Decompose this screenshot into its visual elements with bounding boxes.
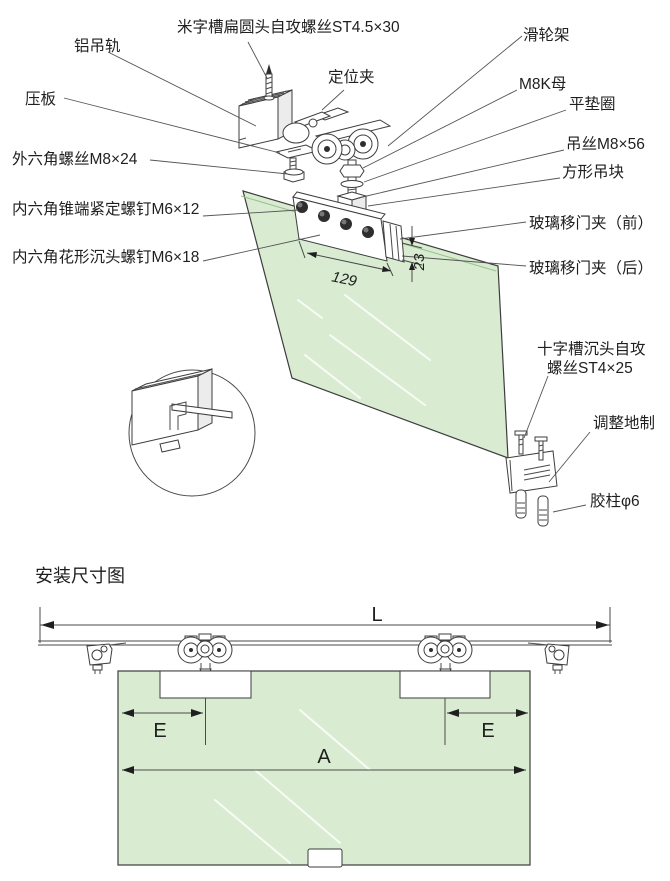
dimension-E-right: E [447, 709, 528, 742]
track-line [38, 640, 612, 646]
leader-lines [63, 35, 591, 513]
label-pan-head-screw: 米字槽扁圆头自攻螺丝ST4.5×30 [177, 18, 400, 36]
roller-assembly-right [417, 633, 473, 676]
glass-clamp-rear-part [382, 220, 405, 263]
clamp-plate-left [159, 670, 252, 745]
label-hanging-bolt: 吊丝M8×56 [566, 135, 645, 153]
exploded-view-diagram: 129 23 铝吊轨 米字槽扁圆头自攻螺丝ST4.5×30 定位夹 滑轮架 M8… [12, 18, 655, 527]
clamp-length-dim: 129 [330, 268, 359, 290]
glass-panel [240, 190, 509, 459]
label-roller-bracket: 滑轮架 [523, 26, 570, 44]
clamp-plate-right [399, 670, 491, 745]
csk-screws [514, 430, 548, 461]
m8k-nut-part [339, 164, 365, 178]
label-glass-clamp-front: 玻璃移门夹（前） [529, 214, 653, 232]
glass-width-dim: A [317, 746, 331, 768]
installation-dimension-diagram: 安装尺寸图 L [35, 566, 612, 868]
clamp-screws [296, 201, 374, 238]
glass-door-panel [117, 670, 531, 866]
positioning-clamp-part [282, 107, 350, 144]
label-torx-csk-screw: 内六角花形沉头螺钉M6×18 [12, 248, 199, 266]
glass-door-surface [117, 670, 531, 866]
glass-highlight [304, 354, 361, 399]
dimension-23: 23 [401, 226, 428, 282]
label-csk-screw-line2: 螺丝ST4×25 [547, 359, 633, 377]
clamp-offset-dim: 23 [411, 253, 428, 271]
dimension-L: L [39, 604, 611, 643]
track-detail-circle [128, 368, 256, 497]
label-csk-screw-line1: 十字槽沉头自攻 [537, 340, 646, 358]
dimension-129: 129 [298, 240, 394, 290]
offset-left-dim: E [153, 720, 166, 742]
label-cone-set-screw: 内六角锥端紧定螺钉M6×12 [12, 200, 199, 218]
section-title: 安装尺寸图 [35, 566, 125, 586]
floor-guide-block [307, 848, 343, 868]
end-stop-left [86, 642, 127, 674]
offset-right-dim: E [481, 720, 494, 742]
glass-highlight [329, 334, 426, 406]
roller-carriage [311, 119, 392, 165]
pressure-plate-part [274, 144, 320, 183]
flat-washer-part [340, 180, 364, 188]
glass-highlight [297, 299, 323, 319]
dimension-A: A [122, 746, 526, 774]
label-hex-screw: 外六角螺丝M8×24 [12, 150, 138, 168]
self-tapping-screw [263, 64, 275, 101]
floor-adjuster-part [505, 430, 558, 527]
glass-clamp-front-part [292, 191, 388, 262]
label-positioning-clamp: 定位夹 [328, 68, 375, 86]
dimension-E-left: E [122, 709, 203, 742]
rubber-anchors [515, 489, 549, 527]
label-flat-washer: 平垫圈 [569, 95, 616, 113]
label-floor-adjuster: 调整地制 [593, 414, 655, 432]
label-glass-clamp-rear: 玻璃移门夹（后） [529, 259, 653, 277]
track-length-dim: L [371, 604, 382, 626]
label-rubber-anchor: 胶柱φ6 [590, 492, 640, 510]
label-m8k-nut: M8K母 [519, 76, 566, 93]
part-labels: 铝吊轨 米字槽扁圆头自攻螺丝ST4.5×30 定位夹 滑轮架 M8K母 平垫圈 … [12, 18, 655, 510]
label-aluminum-track: 铝吊轨 [74, 37, 121, 55]
label-square-block: 方形吊块 [562, 163, 624, 181]
roller-assembly-left [177, 633, 233, 676]
glass-highlight [344, 294, 431, 361]
label-pressure-plate: 压板 [25, 90, 56, 108]
end-stop-right [527, 642, 570, 674]
